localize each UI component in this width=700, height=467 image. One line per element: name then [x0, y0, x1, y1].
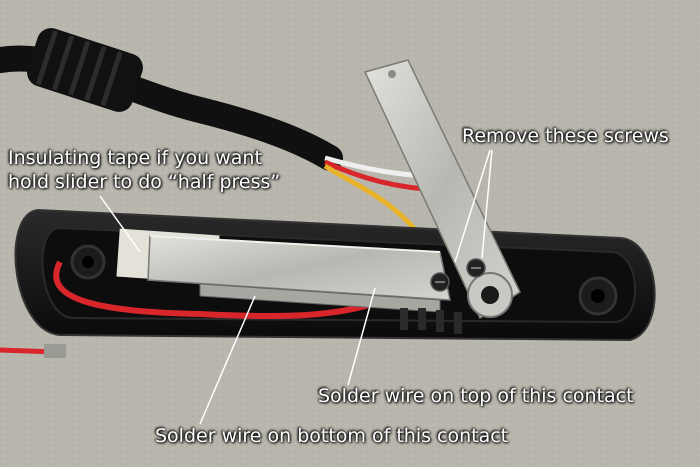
annotation-remove-screws: Remove these screws — [462, 125, 669, 147]
case-ribs — [400, 308, 462, 334]
annotation-solder-top: Solder wire on top of this contact — [318, 385, 634, 407]
annotation-solder-bottom: Solder wire on bottom of this contact — [155, 425, 509, 447]
strain-relief — [27, 28, 143, 112]
annotation-tape-line1: Insulating tape if you want — [8, 147, 262, 169]
annotation-tape-line2: hold slider to do “half press” — [8, 171, 281, 193]
screw-terminal — [44, 344, 66, 358]
screw-icon — [430, 272, 450, 292]
screw-icon — [466, 258, 486, 278]
annotation-insulating-tape: Insulating tape if you want hold slider … — [8, 146, 280, 194]
metal-strip — [363, 59, 521, 320]
annotation-arrows — [99, 149, 493, 425]
